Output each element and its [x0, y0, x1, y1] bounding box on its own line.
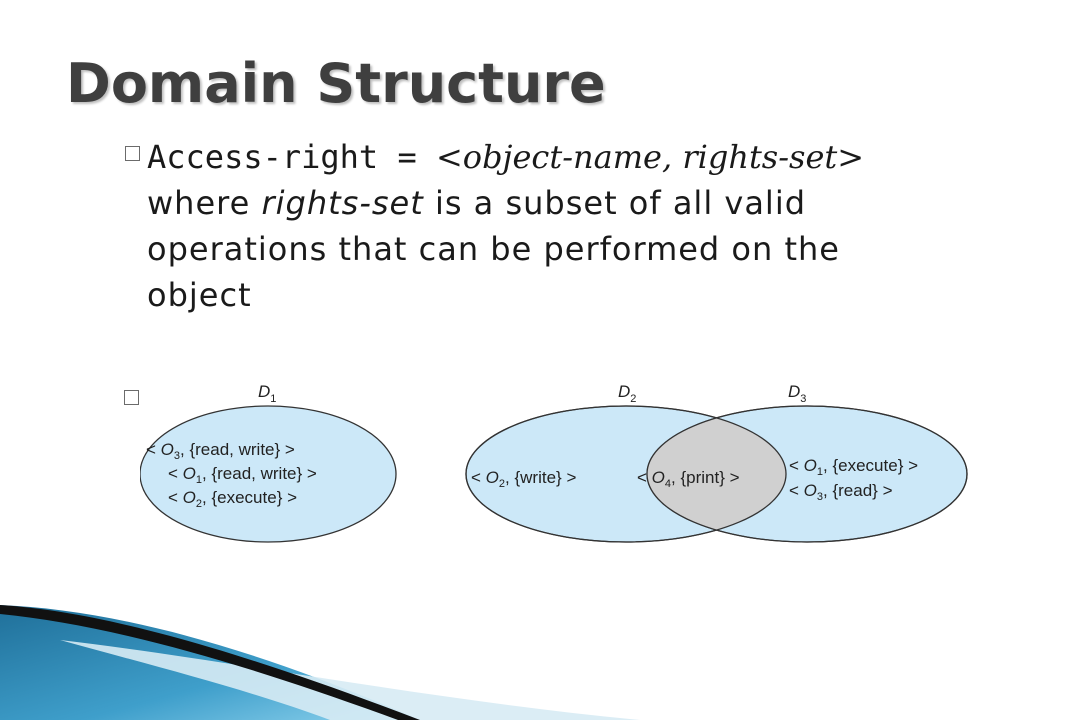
close-angle: >: [837, 138, 865, 176]
domain-overlap: [647, 406, 786, 542]
domain-1-entries: < O3, {read, write} > < O1, {read, write…: [146, 440, 317, 510]
domain-2-label: D2: [618, 382, 636, 405]
domain-1-label: D1: [258, 382, 276, 405]
d1-entry-1: < O3, {read, write} >: [146, 440, 295, 462]
domain-1-ellipse: [140, 405, 397, 543]
rights-set-italic: rights-set: [261, 184, 424, 222]
domain-3-label: D3: [788, 382, 806, 405]
bullet-line-3: operations that can be performed on the: [147, 230, 840, 268]
domain-diagram-svg: D1 D2 D3 < O3, {read, write} > < O1, {re…: [140, 382, 975, 545]
bullet-marker-2: [124, 390, 139, 405]
d3-entry-2: < O3, {read} >: [789, 481, 893, 503]
domain-2-outline: [465, 405, 787, 543]
domain-diagram: D1 D2 D3 < O3, {read, write} > < O1, {re…: [140, 375, 975, 545]
bullet-marker: [125, 146, 140, 161]
shared-entry: < O4, {print} >: [637, 468, 740, 490]
swoosh-light: [60, 640, 640, 720]
bullet-line-4: object: [147, 276, 252, 314]
d3-entry-1: < O1, {execute} >: [789, 456, 918, 478]
slide-title: Domain Structure: [66, 52, 606, 115]
d2-entry-1: < O2, {write} >: [471, 468, 576, 490]
where-word: where: [147, 184, 262, 222]
d1-entry-3: < O2, {execute} >: [168, 488, 297, 510]
object-name-term: <object-name,: [435, 138, 683, 176]
access-right-label: Access-right =: [147, 138, 436, 176]
domain-3-outline: [646, 405, 968, 543]
swoosh-blue: [0, 605, 420, 720]
rights-set-term: rights-set: [682, 138, 838, 176]
bullet-text: Access-right = <object-name, rights-set>…: [147, 134, 997, 318]
bullet-line-1: Access-right = <object-name, rights-set>: [147, 134, 997, 180]
d1-entry-2: < O1, {read, write} >: [168, 464, 317, 486]
swoosh-stripe: [0, 605, 420, 720]
line-2-rest: is a subset of all valid: [423, 184, 807, 222]
bullet-line-2: where rights-set is a subset of all vali…: [147, 180, 997, 226]
